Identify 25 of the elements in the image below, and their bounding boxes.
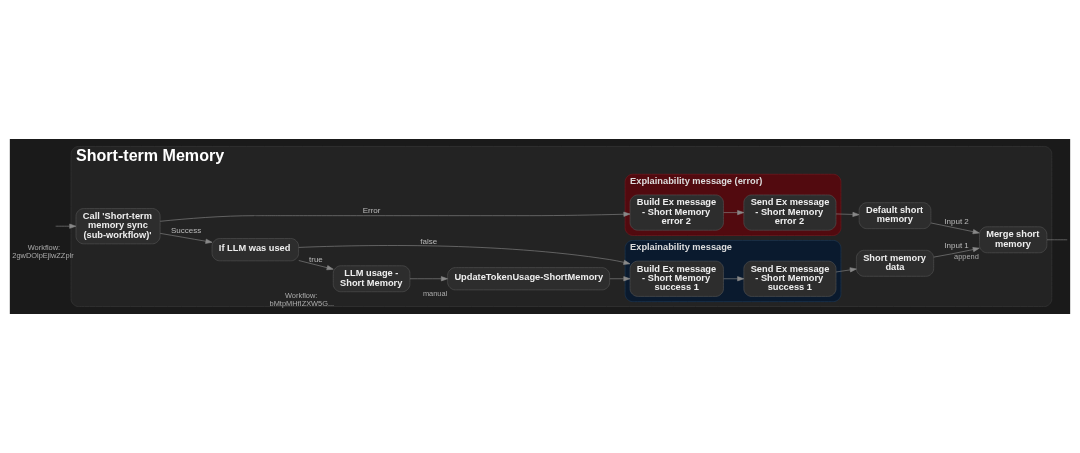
arrow xyxy=(835,267,857,273)
arrow xyxy=(933,247,980,258)
arrow xyxy=(609,276,631,282)
node-box: LLM usage - Short Memory xyxy=(332,265,411,293)
arrow xyxy=(930,222,980,235)
node-box: Merge short memory xyxy=(979,226,1048,254)
arrow xyxy=(723,210,745,216)
node-box: Short memory data xyxy=(856,250,934,277)
arrow xyxy=(298,245,631,265)
arrow xyxy=(159,211,631,222)
node-box: Send Ex message - Short Memory success 1 xyxy=(743,260,837,297)
arrow xyxy=(298,260,334,271)
arrow xyxy=(409,276,448,282)
arrow xyxy=(723,276,745,282)
node-box: If LLM was used xyxy=(211,238,299,262)
node-box: UpdateTokenUsage-ShortMemory xyxy=(447,267,610,291)
node-box: Build Ex message - Short Memory error 2 xyxy=(629,194,724,231)
connector xyxy=(1046,239,1068,241)
arrow xyxy=(159,233,213,244)
arrow xyxy=(55,223,77,229)
node-box: Build Ex message - Short Memory success 1 xyxy=(629,260,724,297)
node-box: Default short memory xyxy=(858,202,932,229)
node-box: Call 'Short-term memory sync (sub-workflow)' xyxy=(75,208,161,245)
node-box: Send Ex message - Short Memory error 2 xyxy=(743,194,837,231)
arrow xyxy=(835,211,860,217)
